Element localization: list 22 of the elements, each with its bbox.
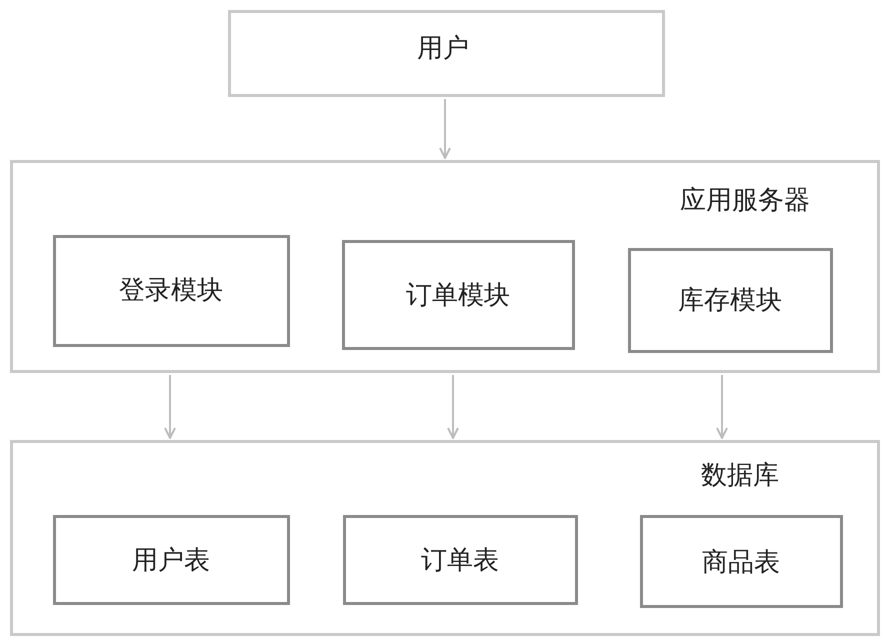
arrow [447, 375, 459, 439]
box-label: 订单模块 [406, 280, 510, 312]
box-label: 库存模块 [678, 284, 782, 318]
box-label: 登录模块 [119, 274, 223, 308]
box-label: 商品表 [702, 546, 780, 580]
group-box [10, 160, 880, 373]
process-box [228, 10, 665, 97]
module-box [640, 515, 843, 608]
module-box [53, 515, 290, 605]
box-label: 用户 [417, 32, 469, 66]
group-heading: 数据库 [701, 460, 779, 492]
module-box [53, 235, 290, 347]
arrow [439, 99, 451, 159]
group-box [10, 440, 880, 636]
arrow [716, 375, 728, 439]
module-box [628, 248, 833, 353]
group-heading: 应用服务器 [680, 184, 810, 218]
module-box [342, 240, 575, 350]
box-label: 订单表 [421, 544, 499, 578]
arrow [164, 375, 176, 439]
module-box [343, 515, 578, 605]
box-label: 用户表 [132, 544, 210, 578]
